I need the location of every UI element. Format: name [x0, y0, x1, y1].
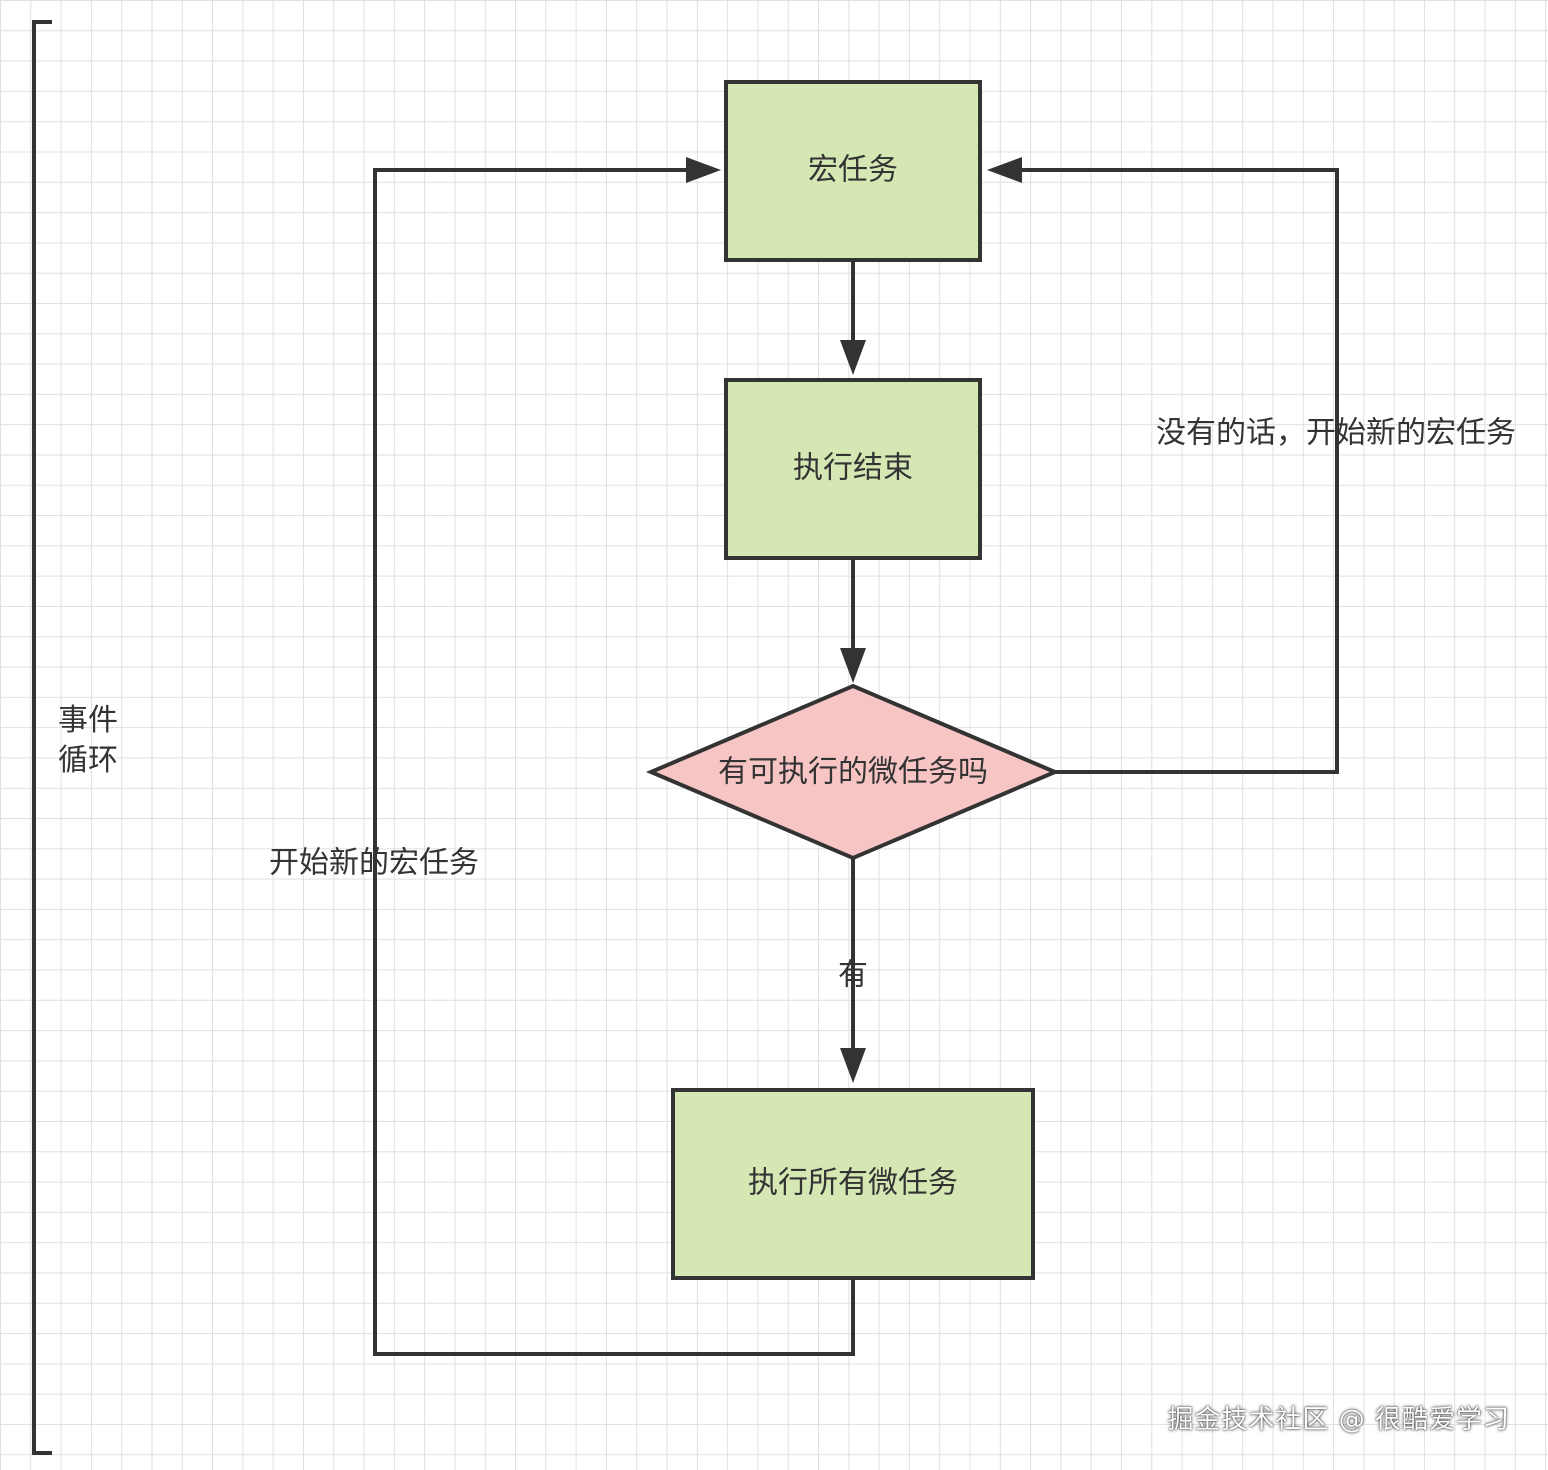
run-all-microtasks-label: 执行所有微任务	[748, 1166, 958, 1201]
has-microtasks-label: 有可执行的微任务吗	[718, 755, 988, 790]
arrow-into-run-microtasks	[840, 1048, 866, 1083]
edge-label-yes: 有	[838, 958, 868, 993]
edge-label-restart: 开始新的宏任务	[269, 846, 479, 881]
event-loop-label-line1: 事件	[58, 703, 118, 738]
event-loop-bracket	[32, 20, 52, 1455]
arrow-into-decision	[840, 648, 866, 683]
arrow-restart-into-macro	[686, 157, 721, 183]
edge-restart-loop	[373, 168, 855, 1356]
macro-task-label: 宏任务	[808, 153, 898, 188]
arrow-into-execution-done	[840, 340, 866, 375]
event-loop-label-line2: 循环	[58, 743, 118, 778]
run-all-microtasks-node	[671, 1088, 1035, 1280]
has-microtasks-decision	[645, 683, 1061, 861]
watermark: 掘金技术社区 @ 很酷爱学习	[1167, 1405, 1510, 1435]
execution-done-node	[724, 378, 982, 560]
edge-decision-no	[1020, 168, 1339, 774]
macro-task-node	[724, 80, 982, 262]
arrow-no-into-macro	[987, 157, 1022, 183]
edge-label-no: 没有的话，开始新的宏任务	[1156, 416, 1516, 451]
execution-done-label: 执行结束	[793, 451, 913, 486]
